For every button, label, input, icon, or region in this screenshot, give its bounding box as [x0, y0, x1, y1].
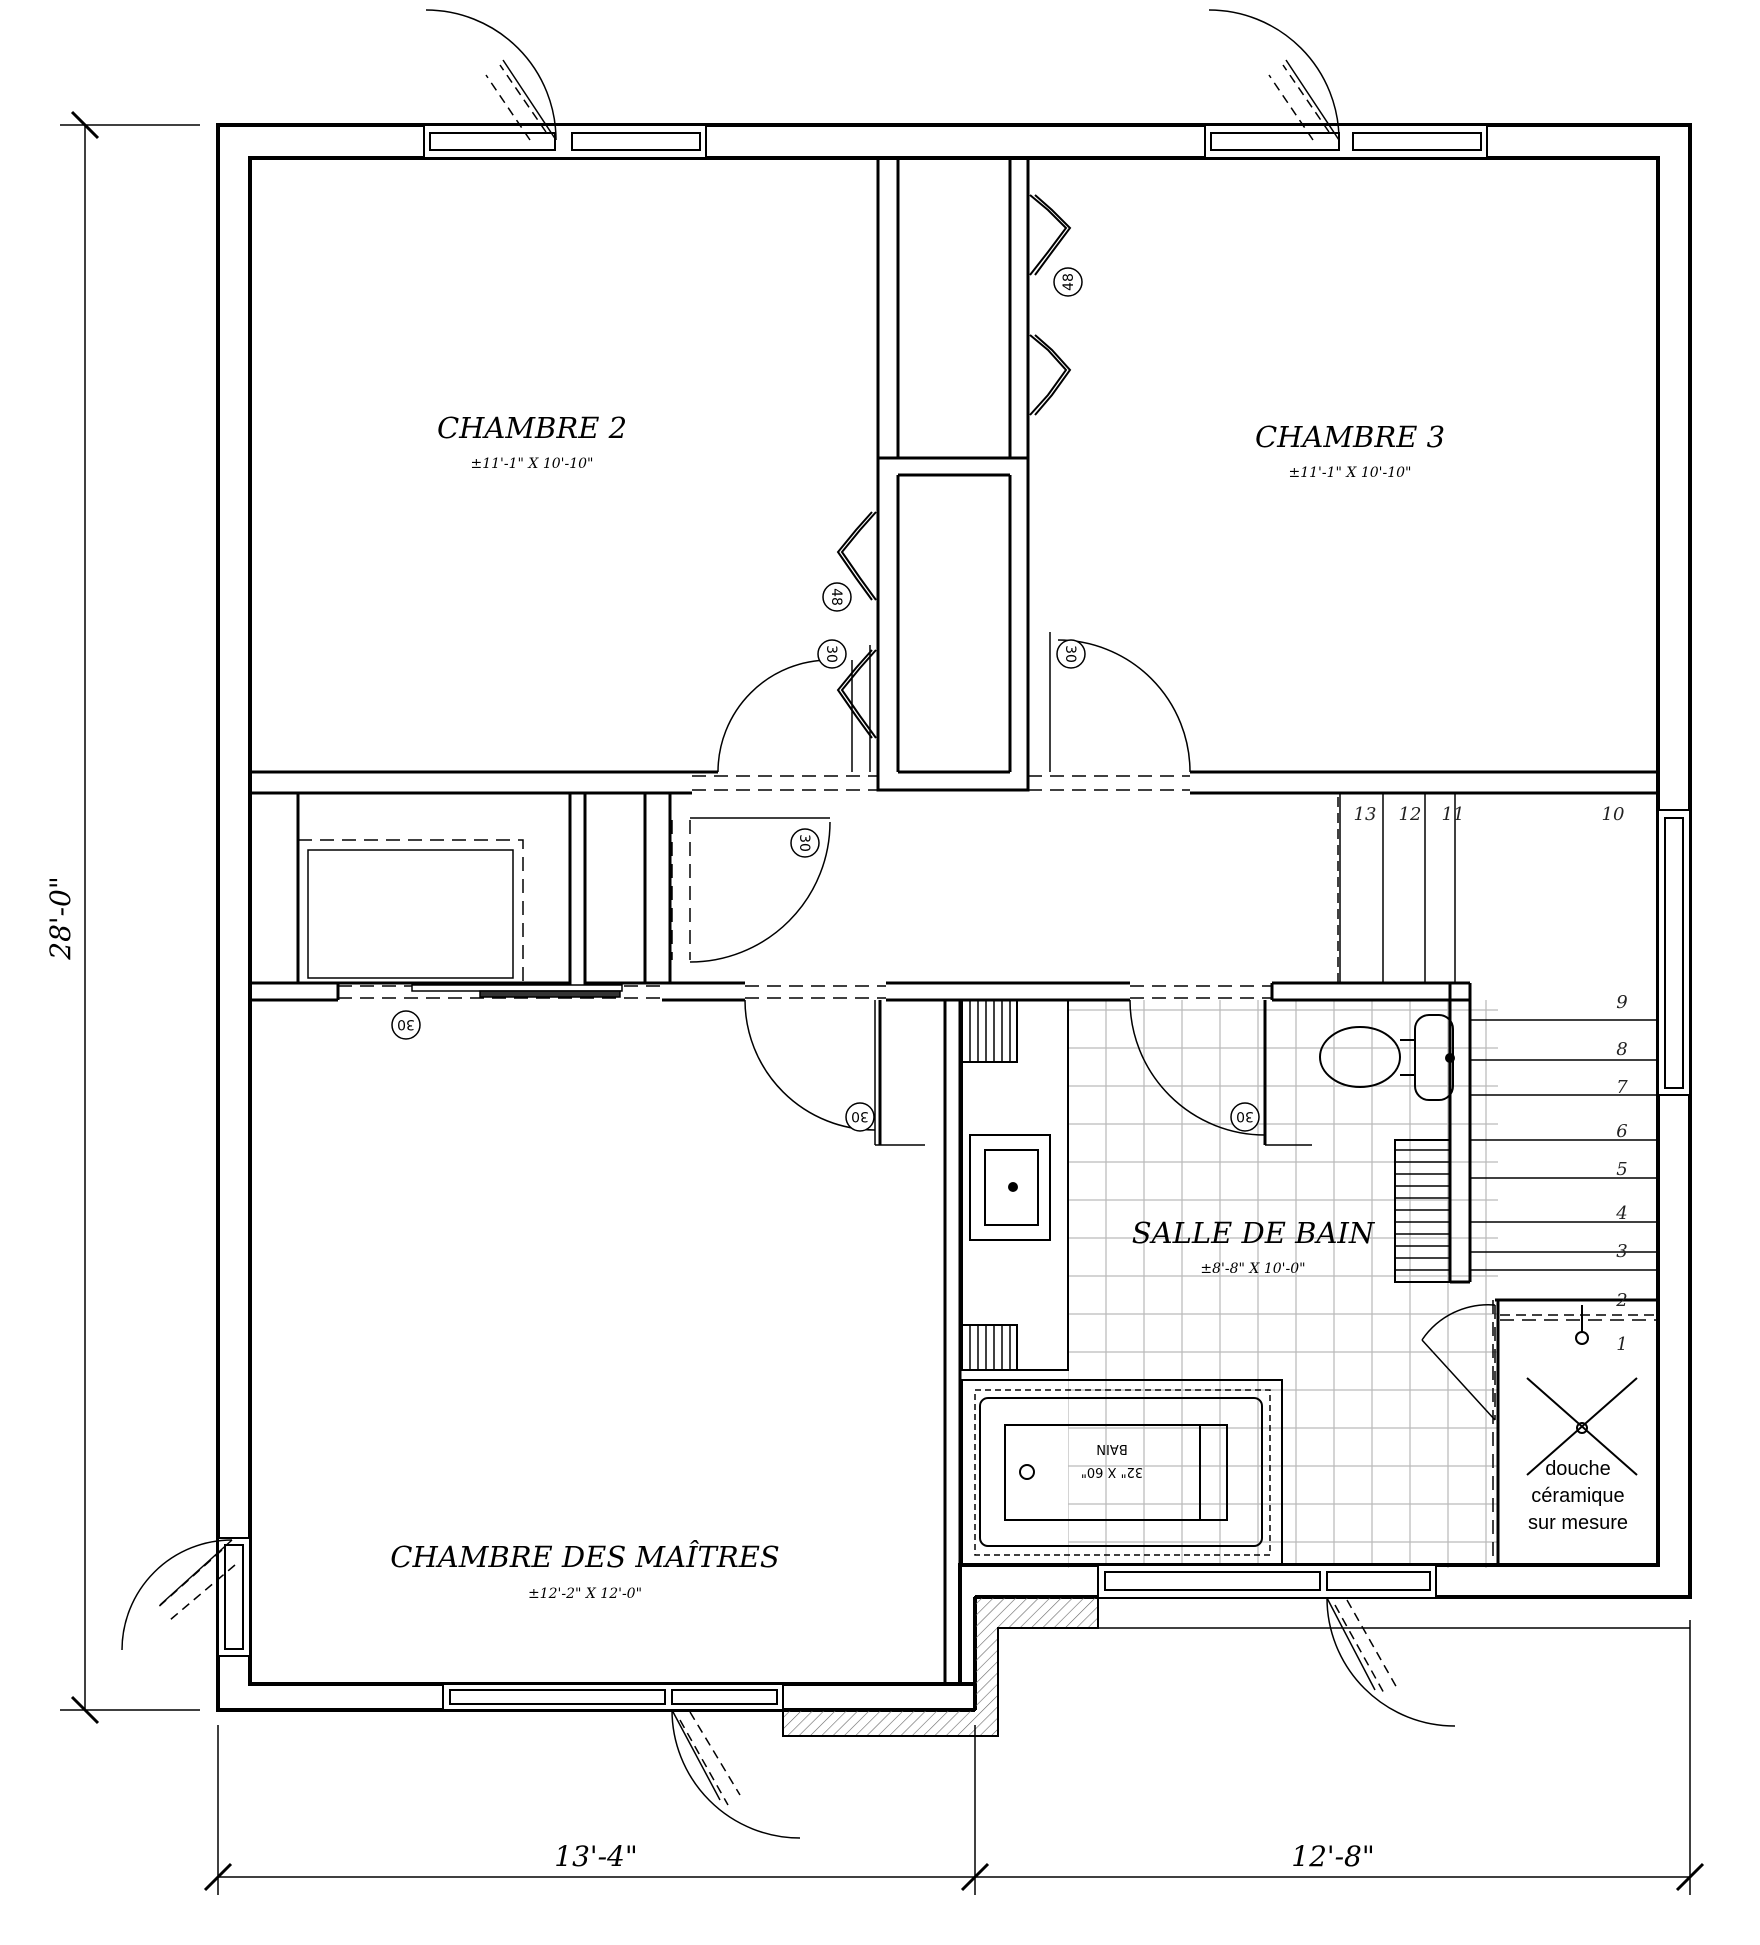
stair-step-12: 12	[1399, 804, 1422, 825]
stair-step-3: 3	[1616, 1241, 1627, 1262]
stair-step-7: 7	[1616, 1077, 1628, 1098]
svg-text:48: 48	[828, 588, 844, 606]
flush-handle-icon	[1445, 1053, 1455, 1063]
door-swings	[689, 632, 1496, 1421]
shower-note-line-3: sur mesure	[1528, 1512, 1628, 1534]
stair-step-9: 9	[1616, 992, 1627, 1013]
dimension-width-left: 13'-4"	[554, 1840, 637, 1873]
stair-step-2: 2	[1615, 1290, 1627, 1311]
stair-step-4: 4	[1615, 1203, 1627, 1224]
staircase	[1337, 792, 1658, 1316]
stair-step-1: 1	[1616, 1334, 1627, 1355]
room-dims-salle-de-bain: ±8'-8" X 10'-0"	[1200, 1261, 1305, 1277]
svg-text:30: 30	[1236, 1108, 1254, 1124]
svg-text:48: 48	[1061, 273, 1077, 291]
door-tag-chambre-2: 30	[817, 639, 847, 669]
stair-step-6: 6	[1616, 1121, 1627, 1142]
stair-step-8: 8	[1616, 1039, 1627, 1060]
door-tag-master: 30	[845, 1102, 875, 1132]
room-dims-chambre-des-maitres: ±12'-2" X 12'-0"	[528, 1586, 642, 1602]
dimension-width-right: 12'-8"	[1291, 1840, 1374, 1873]
hatched-wall-section	[782, 1596, 1099, 1737]
stair-numbers: 13 12 11 10 9 8 7 6 5 4 3 2 1	[1354, 804, 1629, 1355]
stair-step-13: 13	[1354, 804, 1377, 825]
shower-note-line-1: douche	[1545, 1458, 1611, 1480]
stair-step-11: 11	[1442, 804, 1465, 825]
room-name-chambre-3: CHAMBRE 3	[1255, 420, 1445, 454]
svg-text:30: 30	[823, 645, 839, 663]
svg-text:30: 30	[851, 1108, 869, 1124]
tub-size: 32" X 60"	[1081, 1464, 1143, 1479]
door-tag-chambre-3: 30	[1056, 639, 1086, 669]
room-dims-chambre-3: ±11'-1" X 10'-10"	[1289, 465, 1412, 481]
shower-note-line-2: céramique	[1531, 1485, 1624, 1507]
door-tag-linen: 30	[391, 1010, 421, 1040]
room-name-chambre-2: CHAMBRE 2	[437, 411, 627, 445]
bathroom-fixtures	[961, 999, 1638, 1566]
room-name-salle-de-bain: SALLE DE BAIN	[1132, 1216, 1376, 1250]
towel-bar-hatching	[969, 1000, 1450, 1370]
door-tag-bath: 30	[1230, 1102, 1260, 1132]
sliding-door	[411, 984, 623, 998]
bifold-doors	[836, 194, 1072, 739]
door-tag-closet-left: 48	[822, 582, 852, 612]
stair-step-5: 5	[1616, 1159, 1627, 1180]
dimension-lines	[60, 110, 1705, 1895]
door-tag-closet-right: 48	[1053, 267, 1083, 297]
faucet-icon	[1008, 1182, 1018, 1192]
dimension-height: 28'-0"	[44, 876, 77, 960]
svg-text:30: 30	[1062, 645, 1078, 663]
svg-text:30: 30	[796, 834, 812, 852]
room-name-chambre-des-maitres: CHAMBRE DES MAÎTRES	[390, 1539, 779, 1574]
stair-step-10: 10	[1602, 804, 1625, 825]
tub-label: BAIN	[1096, 1441, 1127, 1456]
svg-text:30: 30	[397, 1016, 415, 1032]
door-tag-closet: 30	[790, 828, 820, 858]
room-dims-chambre-2: ±11'-1" X 10'-10"	[471, 456, 594, 472]
windows	[217, 124, 1691, 1711]
